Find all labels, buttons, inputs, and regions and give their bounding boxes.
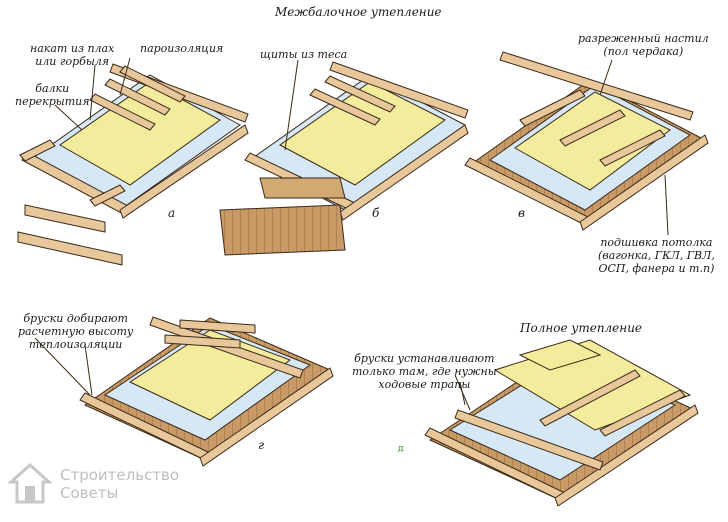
watermark-line1: Строительство (60, 466, 180, 484)
watermark: Строительство Советы (8, 462, 179, 506)
label-bars-height: бруски добирают расчетную высоту теплоиз… (18, 312, 133, 351)
label-bars-height-line2: расчетную высоту (18, 325, 134, 338)
panel-g-drawing (79, 316, 334, 467)
letter-d: д (398, 444, 404, 454)
label-sparse-deck: разреженный настил (пол чердака) (578, 32, 709, 58)
label-nakat-line2: или горбыля (35, 55, 110, 68)
letter-v: в (518, 206, 525, 220)
letter-a: а (168, 206, 176, 220)
label-ceiling-line3: ОСП, фанера и т.п) (598, 262, 715, 275)
watermark-line2: Советы (60, 484, 119, 502)
label-bars-walkways-line3: ходовые трапы (378, 378, 471, 391)
title-interbeam: Межбалочное утепление (275, 5, 442, 19)
label-bars-height-line1: бруски добирают (23, 312, 128, 325)
label-beams: балки перекрытия (15, 82, 90, 108)
watermark-text: Строительство Советы (60, 466, 179, 502)
label-ceiling-lining: подшивка потолка (вагонка, ГКЛ, ГВЛ, ОСП… (598, 236, 715, 275)
letter-g: г (258, 438, 265, 452)
label-shields: щиты из теса (260, 48, 348, 61)
label-beams-line2: перекрытия (15, 95, 90, 108)
panel-v-drawing (464, 51, 709, 236)
label-sparse-deck-line2: (пол чердака) (603, 45, 684, 58)
label-beams-line1: балки (35, 82, 70, 95)
label-ceiling-line1: подшивка потолка (600, 236, 713, 249)
label-nakat-line1: накат из плах (30, 42, 115, 55)
letter-b: б (372, 206, 380, 220)
label-bars-walkways-line2: только там, где нужны (352, 365, 497, 378)
label-nakat: накат из плах или горбыля (30, 42, 114, 68)
panel-b-drawing (219, 61, 469, 256)
watermark-logo-icon (8, 462, 52, 504)
label-bars-walkways: бруски устанавливают только там, где нуж… (352, 352, 497, 391)
panel-a-drawing (17, 63, 249, 266)
label-sparse-deck-line1: разреженный настил (578, 32, 709, 45)
title-full-insulation: Полное утепление (520, 321, 643, 335)
label-ceiling-line2: (вагонка, ГКЛ, ГВЛ, (598, 249, 715, 262)
label-bars-height-line3: теплоизоляции (28, 338, 123, 351)
leader-lines (34, 57, 613, 411)
label-bars-walkways-line1: бруски устанавливают (354, 352, 495, 365)
label-vapor-barrier: пароизоляция (140, 42, 224, 55)
panel-d-drawing (424, 339, 699, 507)
